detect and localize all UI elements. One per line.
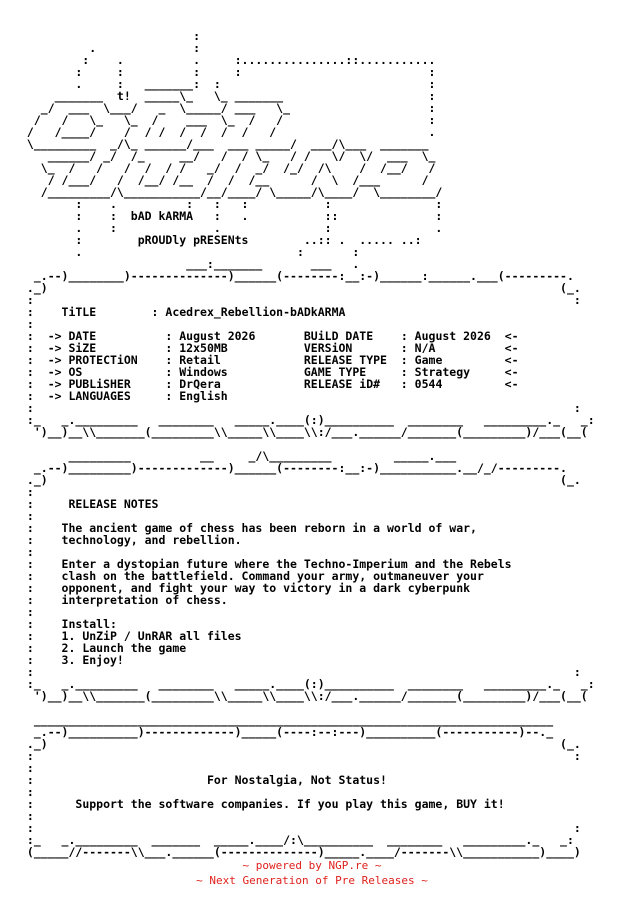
notes-line: technology, and rebellion. xyxy=(61,533,242,547)
title-label: : TiTLE : xyxy=(20,305,166,319)
notes-line: opponent, and fight your way to victory … xyxy=(61,581,471,595)
protection-value: Retail xyxy=(179,353,221,367)
nfo-text: : . : : . . :...............::..........… xyxy=(20,29,595,859)
date-value: August 2026 xyxy=(179,329,256,343)
notes-box-bottom: : : :_ _._________ ________ _____.____(:… xyxy=(26,665,595,703)
languages-value: English xyxy=(179,389,228,403)
info-row: : -> DATE : August 2026 BUiLD DATE : Aug… xyxy=(20,329,519,343)
notes-line: clash on the battlefield. Command your a… xyxy=(61,569,484,583)
support-line: Support the software companies. If you p… xyxy=(75,797,505,811)
logo-art: : . : : . . :...............::..........… xyxy=(26,29,443,271)
footer: ~ powered by NGP.re ~ ~ Next Generation … xyxy=(0,858,624,888)
info-row: : -> PUBLiSHER : DrQera RELEASE iD# : 05… xyxy=(20,377,519,391)
release-id-value: 0544 xyxy=(414,377,443,391)
notes-line: The ancient game of chess has been rebor… xyxy=(61,521,477,535)
notes-line: 1. UnZiP / UnRAR all files xyxy=(61,629,242,643)
info-row: : -> SiZE : 12x50MB VERSiON : N/A <- xyxy=(20,341,519,355)
footer-powered-by: ~ powered by NGP.re ~ xyxy=(242,859,382,872)
notes-line: Install: xyxy=(61,617,117,631)
notes-title: : RELEASE NOTES xyxy=(20,497,159,511)
message-box-bottom: : : :_ _._________ _______ _____.____/:\… xyxy=(26,821,581,859)
size-value: 12x50MB xyxy=(179,341,228,355)
nostalgia-line: For Nostalgia, Not Status! xyxy=(206,773,387,787)
os-value: Windows xyxy=(179,365,228,379)
info-box-bottom: : : :_ _._________ ________ _____.____(:… xyxy=(26,401,595,439)
info-row: : -> OS : Windows GAME TYPE : Strategy <… xyxy=(20,365,519,379)
info-row: : -> LANGUAGES : English xyxy=(20,389,228,403)
notes-line: 3. Enjoy! xyxy=(61,653,124,667)
message-box-top: ________________________________________… xyxy=(26,713,581,763)
version-value: N/A xyxy=(414,341,436,355)
info-row: : -> PROTECTiON : Retail RELEASE TYPE : … xyxy=(20,353,519,367)
info-box-top: _.--)________)--------------)______(----… xyxy=(26,269,581,307)
release-type-value: Game xyxy=(414,353,443,367)
build-date-value: August 2026 xyxy=(414,329,491,343)
game-type-value: Strategy xyxy=(414,365,471,379)
publisher-value: DrQera xyxy=(179,377,221,391)
notes-line: Enter a dystopian future where the Techn… xyxy=(61,557,512,571)
notes-line: 2. Launch the game xyxy=(61,641,187,655)
notes-line: interpretation of chess. xyxy=(61,593,228,607)
footer-tagline: ~ Next Generation of Pre Releases ~ xyxy=(196,874,428,887)
release-name: Acedrex_Rebellion-bADkARMA xyxy=(165,305,346,319)
notes-box-top: _________ __ _/\_________ _____.___ _.--… xyxy=(26,449,581,499)
